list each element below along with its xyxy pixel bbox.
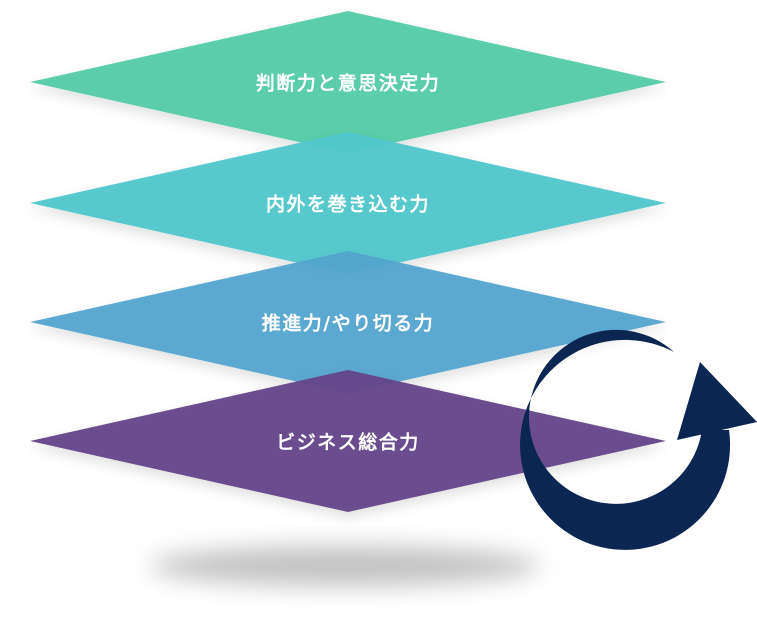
layer-label: ビジネス総合力 bbox=[276, 431, 420, 454]
layer-diamond bbox=[30, 370, 666, 512]
layer-4: ビジネス総合力 bbox=[30, 370, 666, 512]
layer-label: 内外を巻き込む力 bbox=[266, 193, 430, 216]
layer-3: 推進力/やり切る力 bbox=[30, 251, 666, 393]
layer-label: 推進力/やり切る力 bbox=[262, 312, 434, 335]
arrow-head-icon bbox=[677, 362, 757, 440]
layer-diamond bbox=[30, 132, 666, 274]
layer-diamond bbox=[30, 251, 666, 393]
floor-shadow bbox=[150, 546, 540, 586]
layer-2: 内外を巻き込む力 bbox=[30, 132, 666, 274]
layer-label: 判断力と意思決定力 bbox=[256, 72, 441, 95]
layer-1: 判断力と意思決定力 bbox=[30, 11, 666, 153]
layer-diamond bbox=[30, 11, 666, 153]
circular-arrow-icon bbox=[520, 329, 731, 550]
